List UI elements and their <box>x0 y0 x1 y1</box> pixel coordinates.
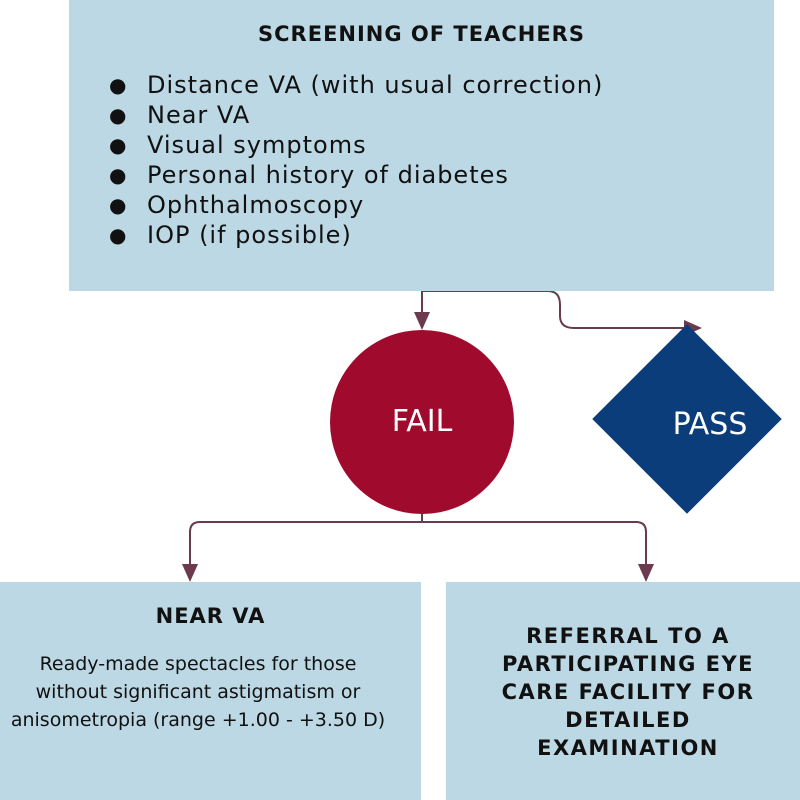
bullet-icon: ● <box>109 103 128 127</box>
near-va-line: without significant astigmatism or <box>35 681 361 703</box>
criteria-item: ●Visual symptoms <box>109 131 367 159</box>
connector-to-pass <box>422 290 702 336</box>
referral-title: REFERRAL TO A PARTICIPATING EYE CARE FAC… <box>466 622 790 762</box>
near-va-title: NEAR VA <box>155 604 266 628</box>
referral-line: EXAMINATION <box>537 736 719 760</box>
bullet-icon: ● <box>109 73 128 97</box>
bullet-icon: ● <box>109 133 128 157</box>
referral-line: CARE FACILITY FOR <box>501 680 755 704</box>
criteria-item: ●Ophthalmoscopy <box>109 191 365 219</box>
screening-criteria-list: ●Distance VA (with usual correction) ●Ne… <box>109 70 604 250</box>
pass-label: PASS <box>672 407 748 442</box>
criteria-item: ●Near VA <box>109 101 251 129</box>
referral-line: REFERRAL TO A <box>526 624 730 648</box>
bullet-icon: ● <box>109 163 128 187</box>
fail-node: FAIL <box>330 330 514 514</box>
fail-label: FAIL <box>391 404 453 439</box>
near-va-line: Ready-made spectacles for those <box>39 653 357 675</box>
criteria-item: ●Personal history of diabetes <box>109 161 509 189</box>
screening-box: SCREENING OF TEACHERS ●Distance VA (with… <box>69 0 774 291</box>
screening-title: SCREENING OF TEACHERS <box>258 22 585 46</box>
near-va-description: Ready-made spectacles for those without … <box>0 650 408 734</box>
near-va-line: anisometropia (range +1.00 - +3.50 D) <box>10 709 386 731</box>
criteria-item: ●Distance VA (with usual correction) <box>109 71 604 99</box>
bullet-icon: ● <box>109 223 128 247</box>
referral-line: DETAILED <box>565 708 691 732</box>
connector-to-near-va <box>182 514 423 582</box>
criteria-item: ●IOP (if possible) <box>109 221 352 249</box>
bullet-icon: ● <box>109 193 128 217</box>
connector-to-referral <box>422 521 654 582</box>
referral-box: REFERRAL TO A PARTICIPATING EYE CARE FAC… <box>446 582 800 800</box>
near-va-box: NEAR VA Ready-made spectacles for those … <box>0 582 421 800</box>
referral-line: PARTICIPATING EYE <box>501 652 755 676</box>
